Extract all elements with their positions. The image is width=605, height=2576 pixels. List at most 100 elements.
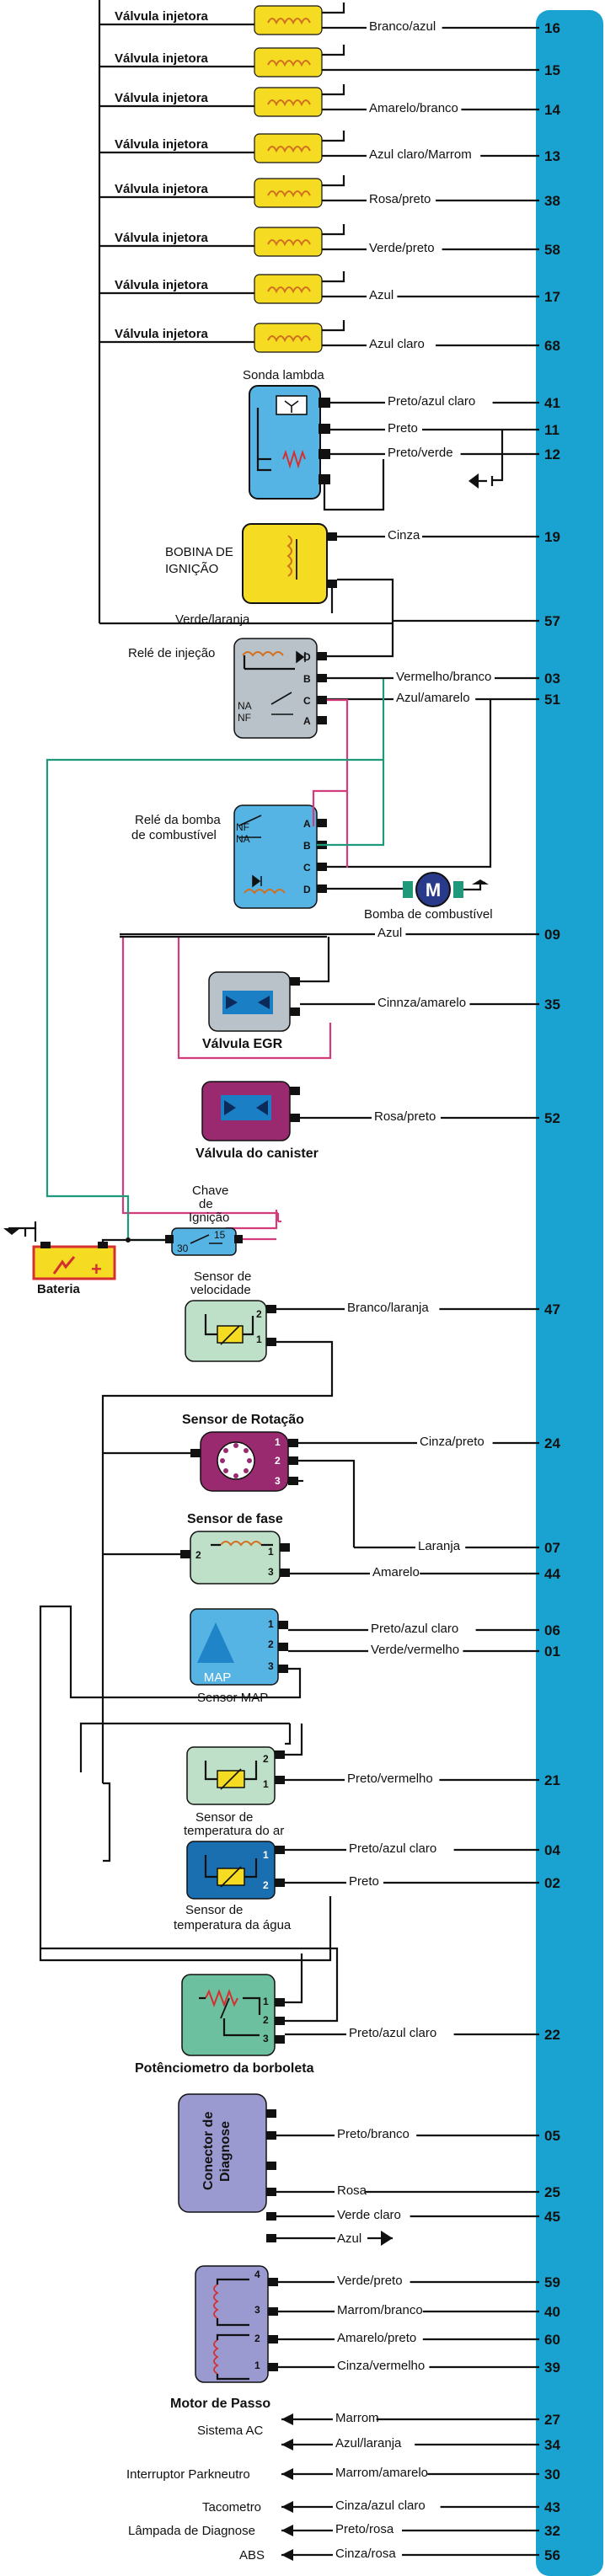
ecu-pin-number-44: 44 bbox=[544, 1566, 560, 1582]
egr-valve: Válvula EGR bbox=[202, 937, 330, 1051]
water-temp-label-2: temperatura da água bbox=[174, 1918, 292, 1932]
ecu-wire-label-43: Cinza/azul claro bbox=[335, 2499, 426, 2513]
water-temp-pin-2: 2 bbox=[263, 1879, 269, 1891]
ecu-wire-label-56: Cinza/rosa bbox=[335, 2547, 396, 2561]
speed-sensor-pin-2: 2 bbox=[256, 1308, 262, 1320]
ecu-wire-label-bg-22 bbox=[346, 2024, 454, 2039]
ecu-wire-label-35: Cinnza/amarelo bbox=[377, 996, 466, 1010]
ecu-pin-number-34: 34 bbox=[544, 2437, 560, 2453]
ecu-pin-number-01: 01 bbox=[544, 1643, 560, 1659]
ecu-wire-label-41: Preto/azul claro bbox=[388, 394, 475, 409]
ecu-wire-label-bg-51 bbox=[394, 689, 476, 703]
phase-sensor-pin-2: 2 bbox=[195, 1549, 201, 1561]
fuel-pump-relay-tag-a: A bbox=[303, 818, 311, 830]
ecu-wire-label-bg-19 bbox=[385, 526, 422, 541]
injection-relay-tag-c: C bbox=[303, 695, 311, 707]
ecu-pin-number-21: 21 bbox=[544, 1772, 560, 1788]
ecu-arrow-43 bbox=[281, 2501, 293, 2513]
ignition-coil: BOBINA DE IGNIÇÃO bbox=[99, 523, 394, 625]
ecu-pin-number-07: 07 bbox=[544, 1540, 560, 1556]
air-temp-label-2: temperatura do ar bbox=[184, 1824, 284, 1838]
tps-pin-1: 1 bbox=[263, 1996, 269, 2007]
injector-label: Válvula injetora bbox=[115, 51, 209, 66]
diagnostic-connector-label-2: Diagnose bbox=[218, 2121, 233, 2182]
injector-body bbox=[254, 178, 323, 208]
battery-label: Bateria bbox=[37, 1282, 81, 1296]
fuel-pump-relay-tag-c: C bbox=[303, 862, 311, 874]
stepper-pin-4: 4 bbox=[254, 2269, 260, 2280]
injector-coil bbox=[267, 146, 311, 153]
ecu-wire-label-21: Preto/vermelho bbox=[347, 1772, 433, 1786]
rpm-sensor: Sensor de Rotação 1 2 3 bbox=[103, 1413, 356, 1547]
rpm-sensor-pin-1: 1 bbox=[275, 1436, 281, 1448]
ecu-pin-number-39: 39 bbox=[544, 2360, 560, 2376]
map-sensor-pin-1: 1 bbox=[268, 1618, 274, 1630]
injector-body bbox=[254, 133, 323, 163]
ecu-pin-number-58: 58 bbox=[544, 242, 560, 258]
fuel-pump-motor-symbol: M bbox=[426, 879, 441, 901]
ecu-pin-number-25: 25 bbox=[544, 2184, 560, 2200]
ecu-wire-label-51: Azul/amarelo bbox=[396, 691, 470, 705]
ecu-pin-number-04: 04 bbox=[544, 1842, 560, 1858]
ecu-wire-label-25: Rosa bbox=[337, 2183, 367, 2198]
ecu-pin-number-43: 43 bbox=[544, 2499, 560, 2515]
injector-label: Válvula injetora bbox=[115, 91, 209, 105]
ecu-pin-number-47: 47 bbox=[544, 1301, 560, 1317]
ecu-wire-label-52: Rosa/preto bbox=[374, 1109, 436, 1124]
injector-body bbox=[254, 274, 323, 304]
ecu-wire-label-16: Branco/azul bbox=[369, 19, 436, 34]
ecu-wire-label-bg-05 bbox=[335, 2125, 417, 2140]
diagnostic-connector-label-1: Conector de bbox=[201, 2112, 216, 2190]
fuel-pump-relay: Relé da bomba de combustível NF NA A B C… bbox=[131, 699, 492, 909]
ecu-connector-bar bbox=[536, 10, 603, 2576]
canister-valve-label: Válvula do canister bbox=[195, 1146, 319, 1161]
air-temp-pin-2: 2 bbox=[263, 1753, 269, 1765]
ecu-pin-number-24: 24 bbox=[544, 1435, 560, 1451]
injector-wires bbox=[99, 271, 354, 298]
ecu-pin-number-06: 06 bbox=[544, 1622, 560, 1638]
injector-8: Válvula injetora bbox=[99, 320, 354, 353]
ecu-wire-label-38: Rosa/preto bbox=[369, 192, 431, 206]
ecu-wire-label-27: Marrom bbox=[335, 2411, 379, 2425]
injector-coil bbox=[267, 60, 311, 67]
injector-wires bbox=[99, 131, 354, 158]
fuel-pump-relay-tag-d: D bbox=[303, 884, 311, 895]
ecu-pin-number-02: 02 bbox=[544, 1875, 560, 1891]
ecu-pin-number-68: 68 bbox=[544, 338, 560, 354]
fuel-pump-label: Bomba de combustível bbox=[364, 907, 493, 922]
injector-body bbox=[254, 227, 323, 257]
ecu-pin-number-35: 35 bbox=[544, 997, 560, 1013]
air-temp-pin-1: 1 bbox=[263, 1778, 269, 1790]
fuel-pump: M Bomba de combustível bbox=[364, 872, 493, 922]
ignition-switch-30: 30 bbox=[177, 1243, 189, 1254]
air-temp-sensor: 2 1 Sensor de temperatura do ar bbox=[79, 1722, 292, 1838]
canister-valve: Válvula do canister bbox=[195, 1081, 319, 1161]
ecu-wire-label-22: Preto/azul claro bbox=[349, 2026, 436, 2040]
ecu-pin-number-30: 30 bbox=[544, 2466, 560, 2482]
injector-2: Válvula injetora bbox=[99, 45, 354, 77]
oxygen-sensor-label: Sonda lambda bbox=[243, 368, 324, 382]
ecu-wire-label-bg-47 bbox=[345, 1299, 440, 1313]
injector-wires bbox=[99, 84, 354, 111]
ecu-wire-label-57: Verde/laranja bbox=[175, 612, 250, 627]
ecu-wire-label-17: Azul bbox=[369, 288, 394, 302]
ecu-wire-label-bg-24 bbox=[417, 1433, 493, 1447]
ecu-pin-number-41: 41 bbox=[544, 395, 560, 411]
map-sensor-inner-label: MAP bbox=[204, 1670, 232, 1685]
ecu-wire-label-bg-11 bbox=[385, 420, 422, 434]
injector-wires bbox=[99, 3, 354, 29]
ecu-wire-label-bg-03 bbox=[394, 668, 495, 682]
ecu-pin-number-52: 52 bbox=[544, 1110, 560, 1126]
ecu-wire-label-bg-44 bbox=[370, 1563, 420, 1578]
ecu-wire-label-bg-41 bbox=[385, 393, 493, 407]
injector-coil bbox=[267, 99, 311, 107]
ignition-switch: Chave de Ignição 30 15 bbox=[126, 1184, 276, 1256]
ecu-wire-label-bg-07 bbox=[415, 1537, 466, 1552]
ecu-wire-label-bg-57 bbox=[173, 611, 261, 625]
rpm-sensor-label: Sensor de Rotação bbox=[182, 1413, 304, 1427]
rpm-sensor-pin-3: 3 bbox=[275, 1475, 281, 1487]
battery-plus: + bbox=[91, 1259, 102, 1280]
ecu-wire-label-19: Cinza bbox=[388, 528, 420, 542]
ecu-pin-number-15: 15 bbox=[544, 62, 560, 78]
